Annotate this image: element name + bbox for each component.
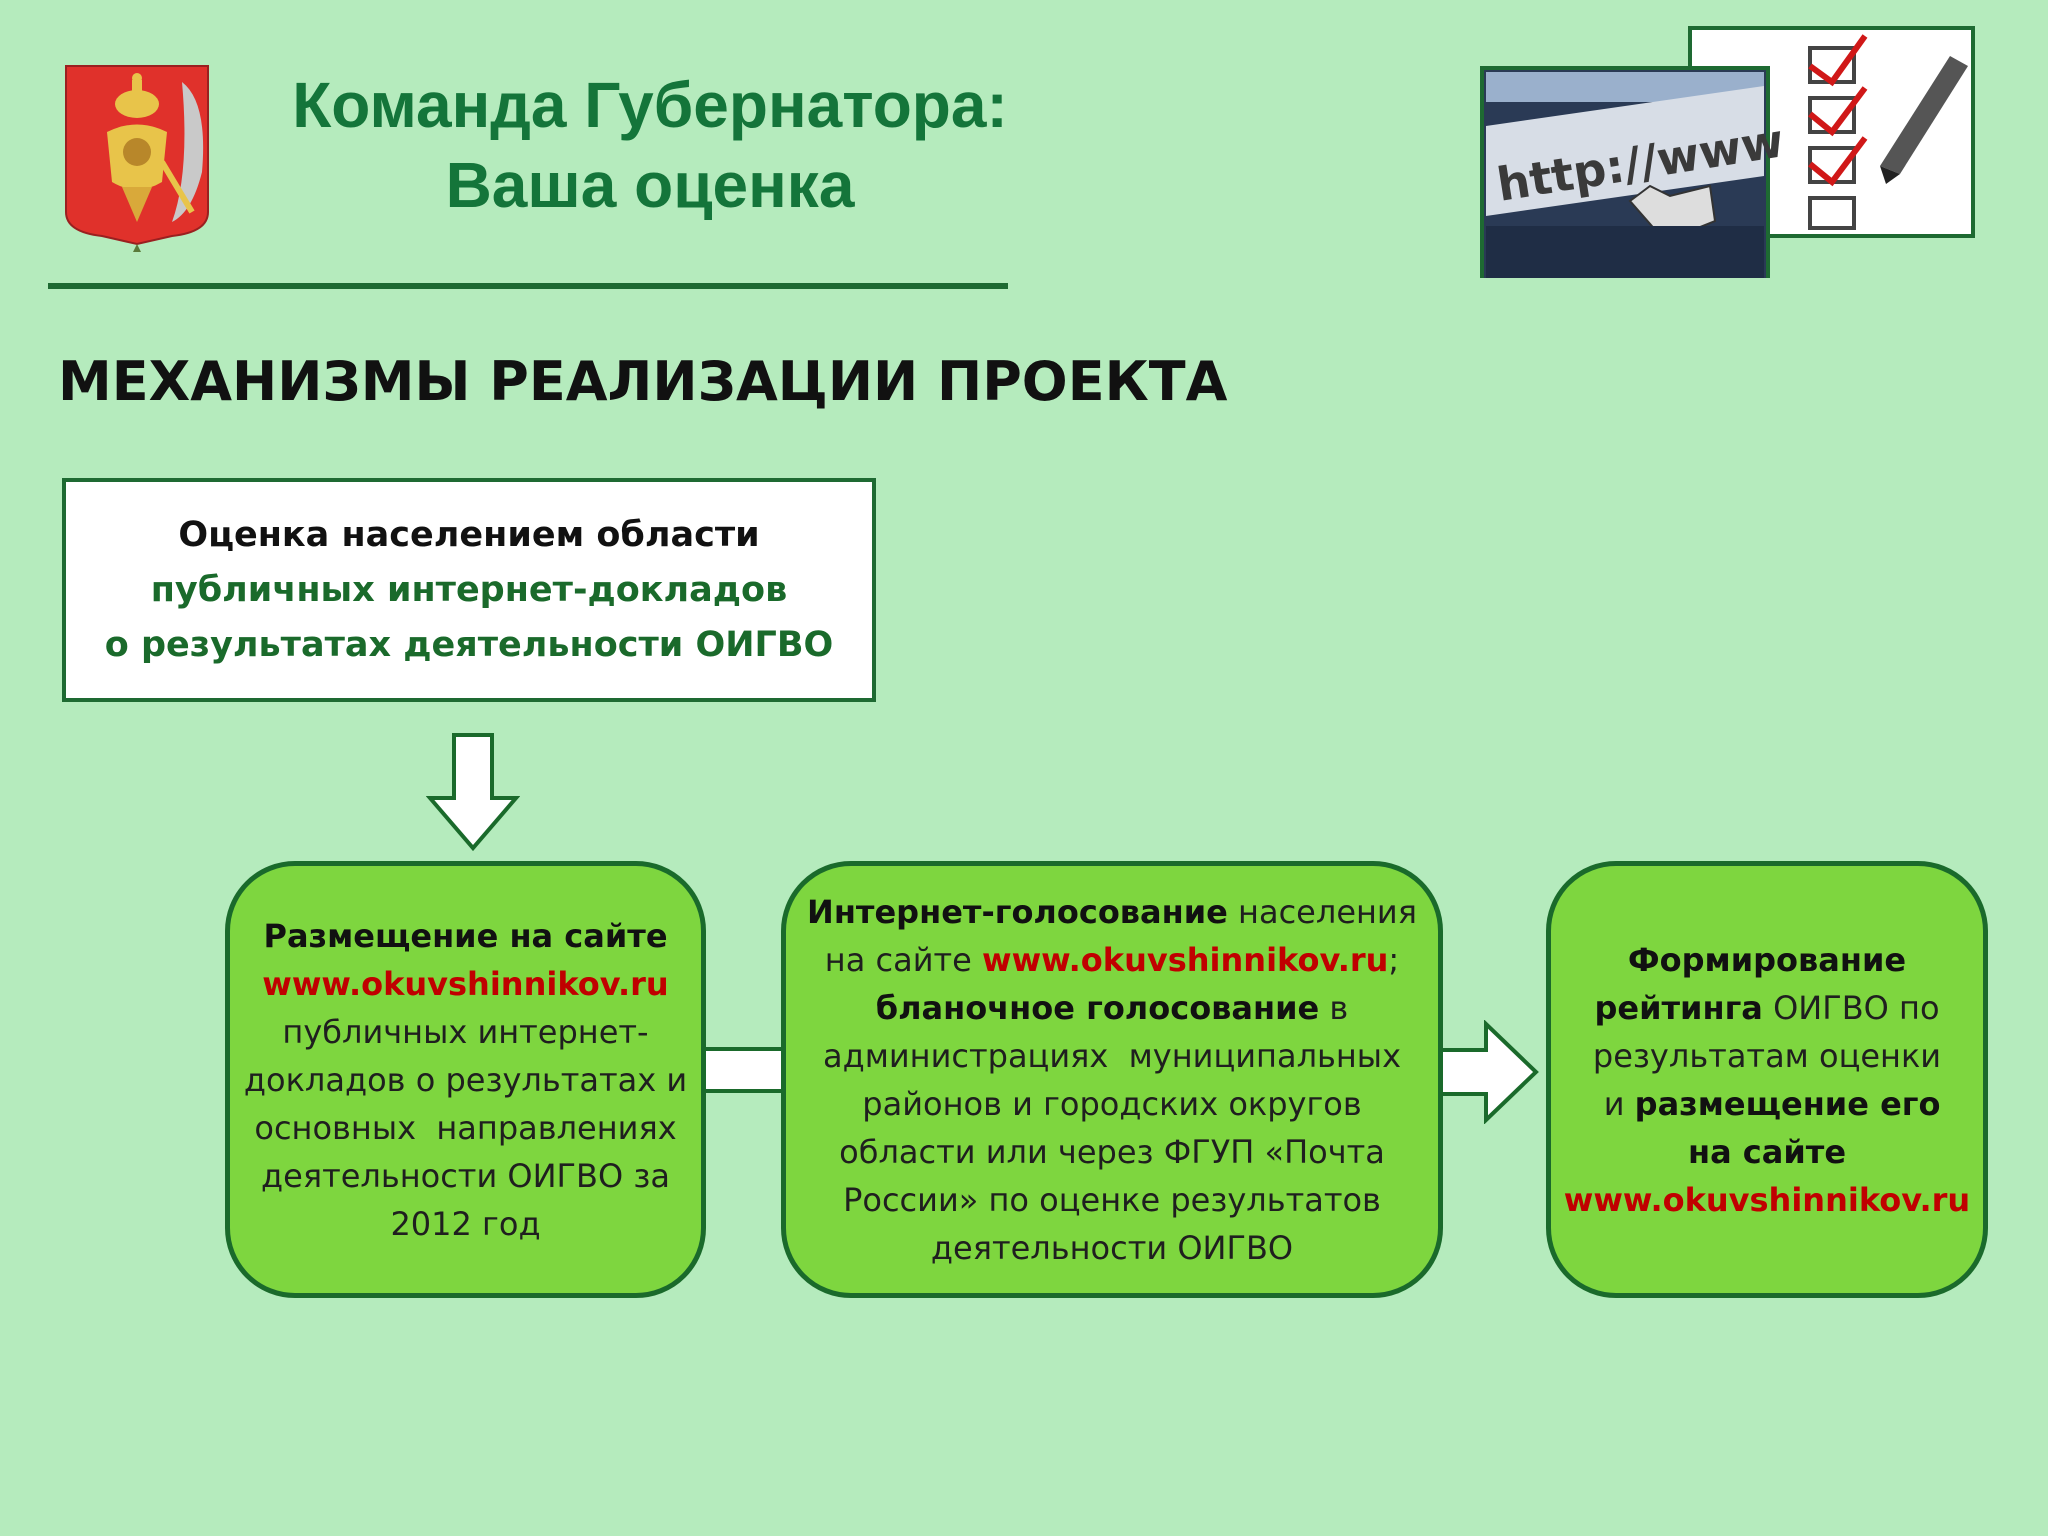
step-0-line: Размещение на сайте [263, 912, 667, 960]
step-1-line: России» по оценке результатов [843, 1176, 1381, 1224]
step-text-segment: на сайте [824, 940, 982, 979]
step-1-line: Интернет-голосование населения [807, 888, 1417, 936]
section-heading: МЕХАНИЗМЫ РЕАЛИЗАЦИИ ПРОЕКТА [58, 350, 1228, 413]
step-text-segment: деятельности ОИГВО за [261, 1156, 670, 1195]
step-text-segment: публичных интернет- [282, 1012, 649, 1051]
down-arrow-icon [426, 733, 520, 852]
step-0-line: докладов о результатах и [244, 1056, 687, 1104]
website-link[interactable]: www.okuvshinnikov.ru [262, 964, 669, 1003]
step-0-line: 2012 год [390, 1200, 540, 1248]
step-text-segment: районов и городских округов [862, 1084, 1362, 1123]
step-text-segment: в [1319, 988, 1349, 1027]
step-0-line: www.okuvshinnikov.ru [262, 960, 668, 1008]
step-text-segment: деятельности ОИГВО [930, 1228, 1294, 1267]
top-box-line-3: о результатах деятельности ОИГВО [104, 624, 834, 665]
step-text-segment: на сайте [1687, 1132, 1847, 1171]
top-box-line-2: публичных интернет-докладов [150, 569, 788, 610]
step-2-line: рейтинга ОИГВО по [1594, 984, 1939, 1032]
step-text-segment: результатам оценки [1592, 1036, 1942, 1075]
step-1-line: районов и городских округов [862, 1080, 1361, 1128]
step-text-segment: администрациях муниципальных [823, 1036, 1401, 1075]
step-text-segment: и [1593, 1084, 1635, 1123]
step-text-segment: населения [1227, 892, 1417, 931]
step-text-segment: рейтинга [1594, 988, 1763, 1027]
website-link[interactable]: www.okuvshinnikov.ru [1563, 1180, 1971, 1219]
step-1-line: области или через ФГУП «Почта [839, 1128, 1385, 1176]
step-1-line: бланочное голосование в [876, 984, 1349, 1032]
step-2-line: результатам оценки [1593, 1032, 1941, 1080]
step-text-segment: основных направлениях [254, 1108, 677, 1147]
step-text-segment: размещение его [1634, 1084, 1941, 1123]
step-1-line: администрациях муниципальных [823, 1032, 1401, 1080]
step-text-segment: Размещение на сайте [263, 916, 668, 955]
step-text-segment: 2012 год [390, 1204, 541, 1243]
step-0-line: основных направлениях [254, 1104, 676, 1152]
right-arrow-icon [1438, 1020, 1539, 1124]
step-text-segment: докладов о результатах и [243, 1060, 688, 1099]
step-2-line: www.okuvshinnikov.ru [1564, 1176, 1970, 1224]
title-line-1: Команда Губернатора: [292, 69, 1008, 141]
internet-voting-checklist-icon: http://www [1480, 26, 1975, 302]
top-box: Оценка населением области публичных инте… [62, 478, 876, 702]
step-text-segment: России» по оценке результатов [843, 1180, 1381, 1219]
step-text-segment: ; [1388, 940, 1400, 979]
step-2-line: Формирование [1628, 936, 1906, 984]
website-link[interactable]: www.okuvshinnikov.ru [982, 940, 1389, 979]
step-text-segment: ОИГВО по [1762, 988, 1940, 1027]
step-box-placement: Размещение на сайте www.okuvshinnikov.ru п… [225, 861, 706, 1298]
step-text-segment: Формирование [1627, 940, 1907, 979]
step-1-line: деятельности ОИГВО [931, 1224, 1293, 1272]
step-text-segment: области или через ФГУП «Почта [839, 1132, 1385, 1171]
title-underline [48, 283, 1008, 289]
step-0-line: деятельности ОИГВО за [261, 1152, 670, 1200]
step-text-segment: бланочное голосование [875, 988, 1320, 1027]
connector-bar [698, 1047, 788, 1093]
step-box-rating: Формирование рейтинга ОИГВО по результатам… [1546, 861, 1988, 1298]
step-text-segment: Интернет-голосование [807, 892, 1228, 931]
step-2-line: и размещение его [1594, 1080, 1941, 1128]
coat-of-arms-icon [62, 62, 212, 254]
top-box-line-1: Оценка населением области [178, 514, 760, 555]
step-1-line: на сайте www.okuvshinnikov.ru; [825, 936, 1399, 984]
step-2-line: на сайте [1688, 1128, 1846, 1176]
step-0-line: публичных интернет- [282, 1008, 648, 1056]
title-line-2: Ваша оценка [445, 149, 855, 221]
